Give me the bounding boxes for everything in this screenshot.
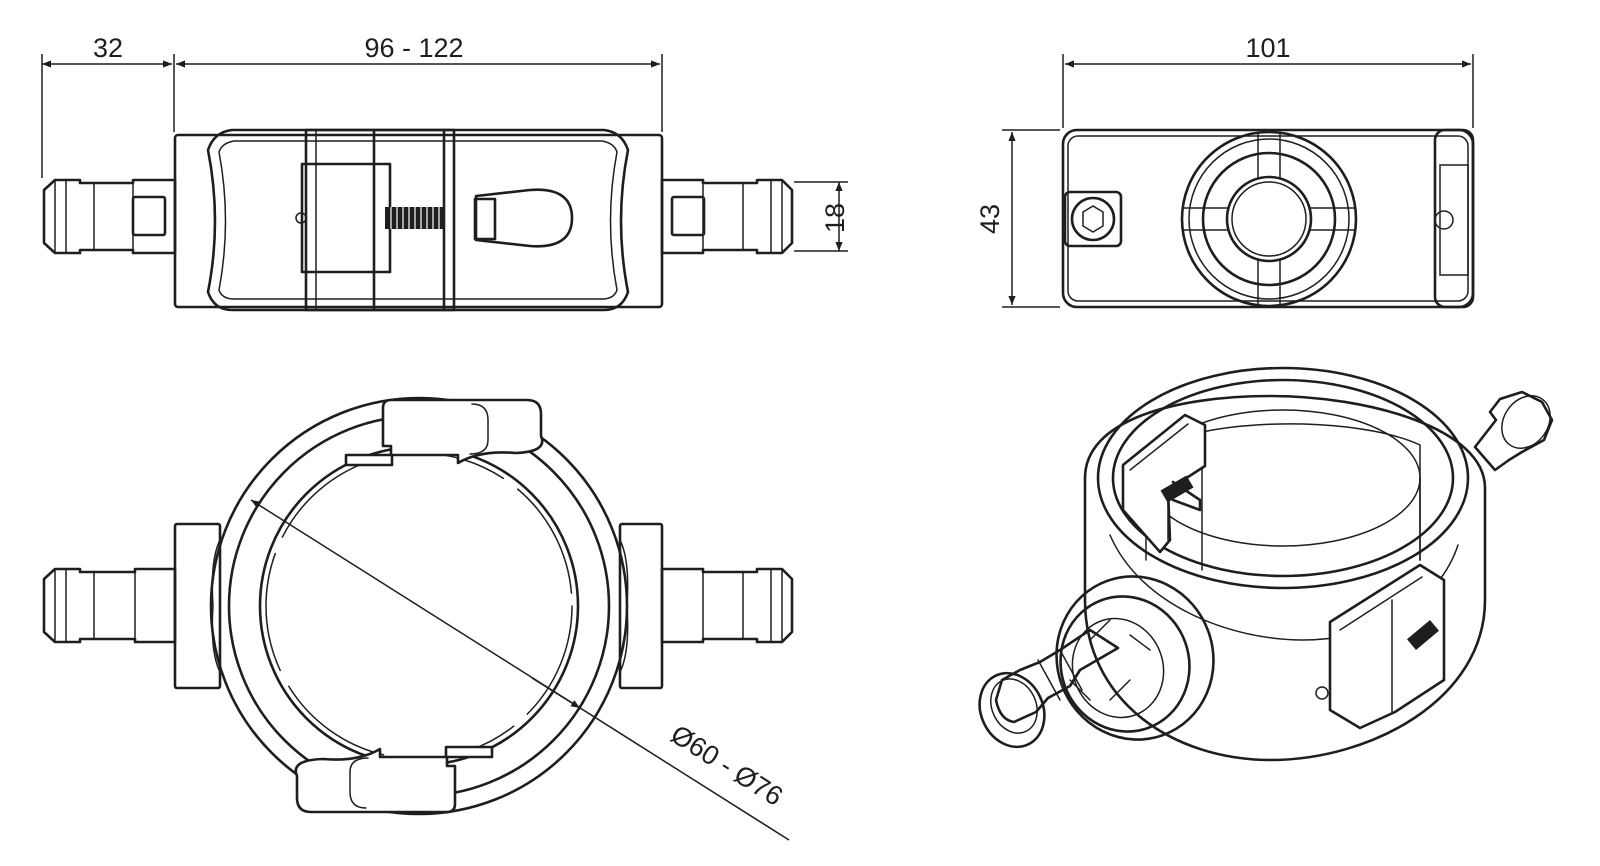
dimension-stem-length: 32 (93, 33, 123, 63)
isometric-view (978, 366, 1554, 762)
dimension-pipe-diameter: Ø60 - Ø76 (666, 719, 789, 812)
front-view (42, 396, 794, 841)
dimension-body-width: 101 (1245, 33, 1290, 63)
dimension-body-height: 43 (975, 204, 1005, 234)
dimension-hose-diameter: 18 (820, 203, 850, 233)
top-view (42, 128, 794, 312)
clamp-screw (385, 207, 445, 229)
dimension-clamp-range: 96 - 122 (364, 33, 463, 63)
left-hose-barb (42, 178, 177, 255)
hose-port-boss (1180, 130, 1358, 308)
clamp-body-outline (173, 133, 664, 309)
right-hose-barb (660, 178, 794, 255)
side-view (1061, 128, 1475, 309)
dimension-lines-top-view (41, 54, 848, 252)
diameter-leader (250, 499, 790, 841)
iso-front-port (1055, 575, 1215, 741)
dimension-lines-side-view (1002, 54, 1474, 308)
side-body-outline (1061, 128, 1475, 309)
iso-ring-body (1083, 394, 1487, 762)
clamp-ring-outer (209, 396, 629, 816)
